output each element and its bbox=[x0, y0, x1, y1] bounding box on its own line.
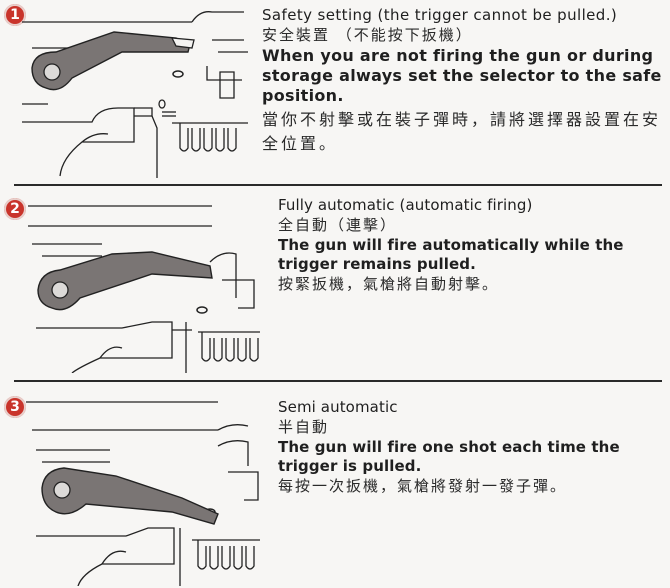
section-divider bbox=[14, 184, 662, 186]
section-title: Fully automatic (automatic firing) bbox=[278, 196, 533, 214]
section-title: Semi automatic bbox=[278, 398, 398, 416]
section-body-zh: 每按一次扳機，氣槍將發射一發子彈。 bbox=[278, 477, 568, 495]
section-title-zh: 半自動 bbox=[278, 418, 330, 436]
section-body: When you are not firing the gun or durin… bbox=[262, 46, 662, 105]
section-fully-automatic: 2 Fully automatic (automatic firing) 全自動… bbox=[0, 186, 670, 380]
section-title: Safety setting (the trigger cannot be pu… bbox=[262, 6, 618, 24]
step-number-badge: 1 bbox=[4, 4, 26, 26]
section-body: The gun will fire automatically while th… bbox=[278, 236, 624, 273]
safety-description: Safety setting (the trigger cannot be pu… bbox=[262, 6, 666, 156]
fully-automatic-description: Fully automatic (automatic firing) 全自動（連… bbox=[278, 196, 666, 295]
semi-automatic-description: Semi automatic 半自動 The gun will fire one… bbox=[278, 398, 666, 497]
section-body-zh: 按緊扳機，氣槍將自動射擊。 bbox=[278, 275, 500, 293]
section-semi-automatic: 3 Semi automatic 半自動 The gun will fire o… bbox=[0, 382, 670, 588]
step-number-badge: 3 bbox=[4, 396, 26, 418]
semi-automatic-selector-illustration bbox=[26, 401, 260, 586]
section-body: The gun will fire one shot each time the… bbox=[278, 438, 620, 475]
fully-automatic-selector-illustration bbox=[28, 205, 260, 373]
safety-selector-illustration bbox=[22, 11, 248, 178]
section-title-zh: 全自動（連擊） bbox=[278, 216, 398, 234]
section-body-zh: 當你不射擊或在裝子彈時，請將選擇器設置在安全位置。 bbox=[262, 110, 662, 153]
step-number-badge: 2 bbox=[4, 198, 26, 220]
section-safety: 1 Safety set bbox=[0, 0, 670, 184]
section-title-zh: 安全裝置 （不能按下扳機） bbox=[262, 26, 473, 44]
section-divider bbox=[14, 380, 662, 382]
